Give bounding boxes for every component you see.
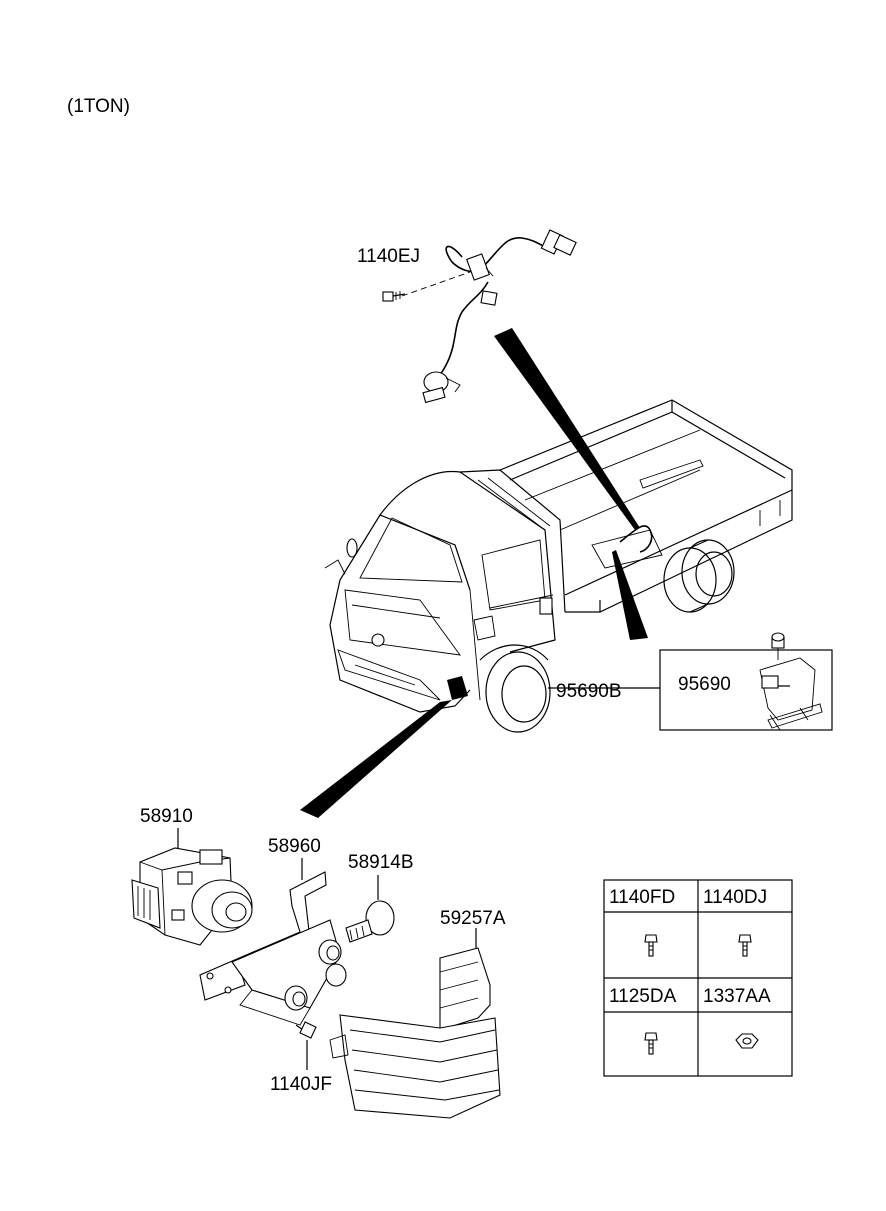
nut-icon xyxy=(735,1033,759,1049)
table-cell-code: 1337AA xyxy=(703,986,771,1007)
table-cell-code: 1140FD xyxy=(609,887,675,908)
bolt-icon xyxy=(644,1032,658,1055)
bushing-bolt-58914b xyxy=(345,875,395,943)
callout-1140ej: 1140EJ xyxy=(357,246,420,267)
bolt-1140ej-icon xyxy=(382,291,406,302)
variant-label: (1TON) xyxy=(67,96,130,117)
pointer-abs-to-assembly xyxy=(300,700,452,818)
callout-95690: 95690 xyxy=(678,674,731,695)
callout-95690b: 95690B xyxy=(556,681,622,702)
module-95690-box xyxy=(548,632,833,731)
callout-58910: 58910 xyxy=(140,806,193,827)
fastener-table: 1140FD 1140DJ 1125DA 1337AA xyxy=(603,879,793,1077)
truck-illustration xyxy=(324,399,793,733)
callout-1140jf: 1140JF xyxy=(270,1074,332,1095)
bolt-1140jf-icon xyxy=(295,1021,317,1070)
callout-58914b: 58914B xyxy=(348,852,414,873)
bolt-icon xyxy=(644,934,658,957)
table-cell-code: 1125DA xyxy=(609,986,677,1007)
callout-59257a: 59257A xyxy=(440,908,506,929)
wheel-speed-sensor-harness xyxy=(401,229,577,404)
abs-hydraulic-unit xyxy=(131,828,253,946)
pointer-chassis-to-module xyxy=(612,550,648,640)
callout-58960: 58960 xyxy=(268,836,321,857)
bolt-icon xyxy=(738,934,752,957)
pointer-harness-to-truck xyxy=(494,328,640,530)
table-cell-code: 1140DJ xyxy=(703,887,767,908)
abs-bracket xyxy=(199,858,347,1026)
heat-shield-59257a xyxy=(329,928,501,1119)
